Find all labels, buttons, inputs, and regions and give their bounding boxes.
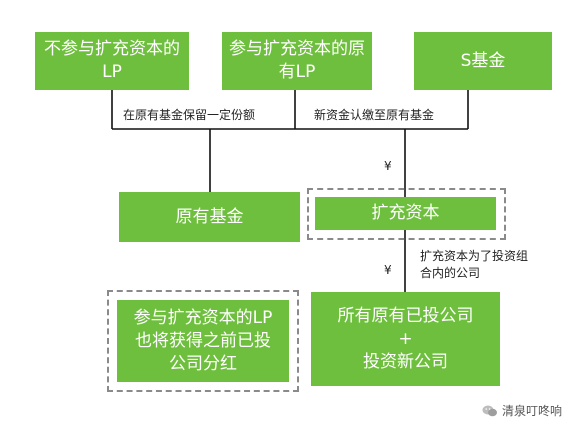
label-new-capital: 新资金认缴至原有基金 [314,108,435,122]
box-portfolio: 所有原有已投公司 + 投资新公司 [311,292,500,386]
box-lp-participating: 参与扩充资本的原 有LP [222,32,372,90]
dashed-frame-expanded-capital [307,188,506,240]
box-lp-participating-text: 参与扩充资本的原 有LP [229,39,365,82]
dashed-frame-lp-note [107,290,299,392]
box-original-fund-text: 原有基金 [175,206,244,227]
watermark: 清泉叮咚响 [482,402,562,419]
wechat-icon [482,405,497,416]
box-lp-participating-note: 参与扩充资本的LP 也将获得之前已投 公司分红 [117,300,289,382]
box-s-fund-text: S基金 [460,50,506,71]
box-s-fund: S基金 [414,32,552,90]
label-invest-note: 扩充资本为了投资组 合内的公司 [420,249,529,280]
box-expanded-capital-text: 扩充资本 [371,203,440,223]
label-yen-2: ¥ [384,263,392,277]
box-expanded-capital: 扩充资本 [315,197,496,230]
box-portfolio-text: 所有原有已投公司 + 投资新公司 [337,305,474,372]
watermark-text: 清泉叮咚响 [502,404,563,418]
label-retain-share: 在原有基金保留一定份额 [123,108,256,122]
box-lp-not-participating-text: 不参与扩充资本的 LP [44,39,180,82]
box-original-fund: 原有基金 [119,192,300,242]
box-lp-not-participating: 不参与扩充资本的 LP [35,32,189,90]
box-lp-participating-note-text: 参与扩充资本的LP 也将获得之前已投 公司分红 [133,307,273,374]
label-yen-1: ¥ [384,159,392,173]
